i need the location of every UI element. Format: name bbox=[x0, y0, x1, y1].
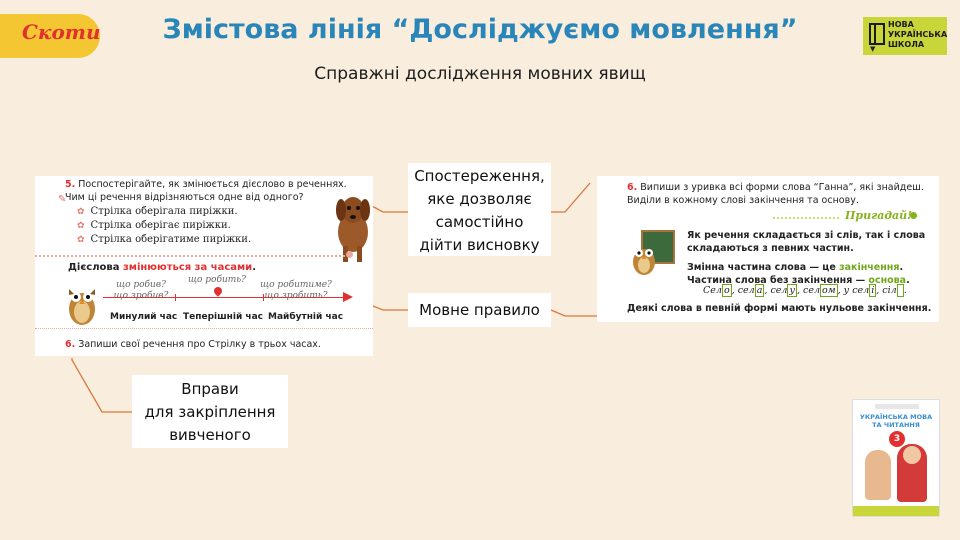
remember-heading: Пригадай! bbox=[845, 209, 912, 222]
dachshund-dog-illustration bbox=[336, 197, 370, 262]
dotted-divider bbox=[35, 328, 373, 329]
rule-text: Як речення складається зі слів, так і сл… bbox=[687, 230, 926, 286]
boy-illustration bbox=[897, 444, 927, 502]
task-number: 6. bbox=[65, 339, 76, 350]
arrow-head-icon bbox=[343, 292, 353, 302]
timeline-tick bbox=[263, 294, 264, 301]
question-future: що робитиме? що зробить? bbox=[260, 280, 332, 301]
pencil-icon: ✎ bbox=[58, 194, 67, 205]
page-title: Змістова лінія “Досліджуємо мовлення” bbox=[162, 14, 798, 45]
tense-present: Теперішній час bbox=[183, 312, 263, 322]
nus-logo-line: ШКОЛА bbox=[888, 40, 925, 49]
callout-observation: Спостереження, яке дозволяє самостійно д… bbox=[408, 163, 551, 256]
owl-teacher-illustration bbox=[633, 249, 655, 275]
dotted-divider bbox=[773, 217, 839, 219]
location-pin-icon bbox=[212, 285, 224, 297]
task-5: 5. Поспостерігайте, як змінюється дієсло… bbox=[65, 178, 365, 204]
connector-exercises bbox=[71, 358, 132, 413]
cover-bottom-bar bbox=[853, 506, 939, 516]
tense-past: Минулий час bbox=[110, 312, 178, 322]
task-number: 5. bbox=[65, 179, 76, 190]
divider-dot bbox=[346, 251, 353, 258]
textbook-excerpt-verbs: 5. Поспостерігайте, як змінюється дієсло… bbox=[35, 176, 373, 356]
nus-triangle-icon: ▼ bbox=[870, 45, 876, 53]
term-ending: закінчення bbox=[839, 262, 900, 273]
owl-illustration bbox=[69, 289, 95, 325]
logo-text: Скоти bbox=[22, 20, 101, 44]
question-past: що робив? що зробив? bbox=[113, 280, 169, 301]
connector-observation-right bbox=[551, 182, 591, 213]
sentence-item: ✿Стрілка оберігала пиріжки. bbox=[77, 206, 238, 217]
sentence-item: ✿Стрілка оберігає пиріжки. bbox=[77, 220, 231, 231]
girl-illustration bbox=[865, 450, 891, 500]
page-subtitle: Справжні дослідження мовних явищ bbox=[314, 64, 646, 84]
textbook-excerpt-word-parts: 6. Випиши з уривка всі форми слова “Ганн… bbox=[597, 176, 939, 322]
connector-rule-right bbox=[550, 309, 600, 317]
skoty-logo: Скоти bbox=[0, 14, 101, 58]
task-6-left: 6. Запиши свої речення про Стрілку в трь… bbox=[65, 339, 321, 350]
callout-exercises: Вправи для закріплення вивченого bbox=[132, 375, 288, 448]
task-text: Поспостерігайте, як змінюється дієслово … bbox=[65, 179, 347, 203]
divider-dot bbox=[910, 212, 917, 219]
textbook-cover: УКРАЇНСЬКА МОВА ТА ЧИТАННЯ 3 bbox=[852, 399, 940, 517]
task-6-right: 6. Випиши з уривка всі форми слова “Ганн… bbox=[627, 181, 933, 207]
author-line bbox=[875, 404, 919, 409]
flower-bullet-icon: ✿ bbox=[77, 207, 85, 217]
callout-language-rule: Мовне правило bbox=[408, 293, 551, 327]
verbs-rule: Дієслова змінюються за часами. bbox=[68, 262, 256, 273]
task-text: Випиши з уривка всі форми слова “Ганна”,… bbox=[627, 182, 924, 206]
task-number: 6. bbox=[627, 182, 638, 193]
timeline-arrow bbox=[103, 297, 345, 298]
grade-badge: 3 bbox=[889, 431, 905, 447]
note-text: Деякі слова в певній формі мають нульове… bbox=[627, 303, 932, 314]
flower-bullet-icon: ✿ bbox=[77, 235, 85, 245]
nus-logo-line: УКРАЇНСЬКА bbox=[888, 30, 948, 39]
timeline-tick bbox=[175, 294, 176, 301]
flower-bullet-icon: ✿ bbox=[77, 221, 85, 231]
nus-logo-line: НОВА bbox=[888, 20, 914, 29]
task-text: Запиши свої речення про Стрілку в трьох … bbox=[78, 339, 321, 350]
sentence-item: ✿Стрілка оберігатиме пиріжки. bbox=[77, 234, 252, 245]
term-stem: основа bbox=[868, 275, 907, 286]
dotted-divider bbox=[35, 255, 349, 257]
book-title: УКРАЇНСЬКА МОВА ТА ЧИТАННЯ bbox=[859, 413, 933, 429]
nus-logo: ▼ НОВА УКРАЇНСЬКА ШКОЛА bbox=[863, 17, 947, 55]
question-present: що робить? bbox=[187, 275, 247, 285]
verbs-highlight: змінюються за часами bbox=[122, 262, 253, 273]
tense-future: Майбутній час bbox=[268, 312, 344, 322]
nus-mark-icon bbox=[869, 23, 885, 45]
